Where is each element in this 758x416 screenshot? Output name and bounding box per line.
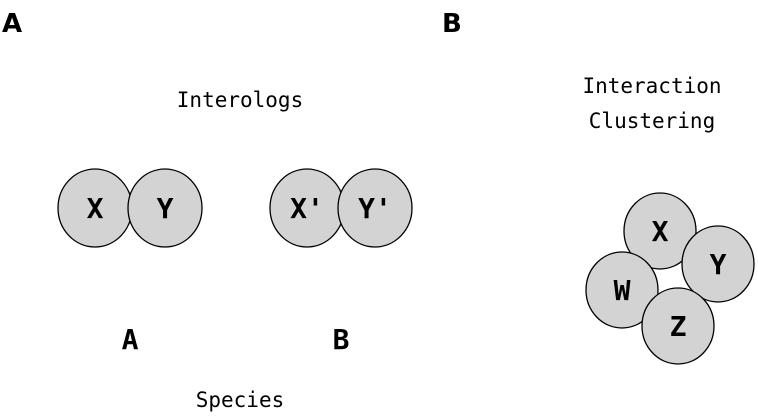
interaction-pair-species-a: X Y bbox=[57, 168, 203, 248]
panel-b-label: B bbox=[442, 9, 462, 39]
cluster-label-x: X bbox=[652, 215, 669, 248]
species-a-label: A bbox=[122, 323, 139, 356]
cluster-label-z: Z bbox=[670, 310, 687, 343]
protein-y-prime-node bbox=[337, 168, 413, 248]
interaction-title-line-1: Interaction bbox=[582, 74, 721, 98]
protein-y-prime-label: Y' bbox=[358, 192, 392, 225]
interaction-title-line-2: Clustering bbox=[589, 109, 715, 133]
cluster-node-w bbox=[585, 251, 659, 329]
cluster-label-y: Y bbox=[710, 248, 727, 281]
cluster-label-w: W bbox=[614, 274, 631, 307]
species-caption: Species bbox=[196, 388, 285, 412]
interaction-pair-species-b: X' Y' bbox=[269, 168, 413, 248]
protein-x-prime-label: X' bbox=[290, 192, 324, 225]
cluster-node-x bbox=[623, 192, 697, 270]
panel-b: B Interaction Clustering X Y W Z bbox=[442, 9, 755, 365]
cluster-node-z bbox=[641, 287, 715, 365]
protein-x-label: X bbox=[87, 192, 104, 225]
panel-a-label: A bbox=[2, 9, 22, 39]
species-b-label: B bbox=[333, 323, 350, 356]
panel-a: A Interologs X Y X' Y' A B Species bbox=[2, 9, 413, 412]
cluster-node-y bbox=[681, 225, 755, 303]
protein-y-node bbox=[127, 168, 203, 248]
protein-cluster: X Y W Z bbox=[585, 192, 755, 365]
interologs-title: Interologs bbox=[177, 88, 303, 112]
protein-y-label: Y bbox=[157, 192, 174, 225]
